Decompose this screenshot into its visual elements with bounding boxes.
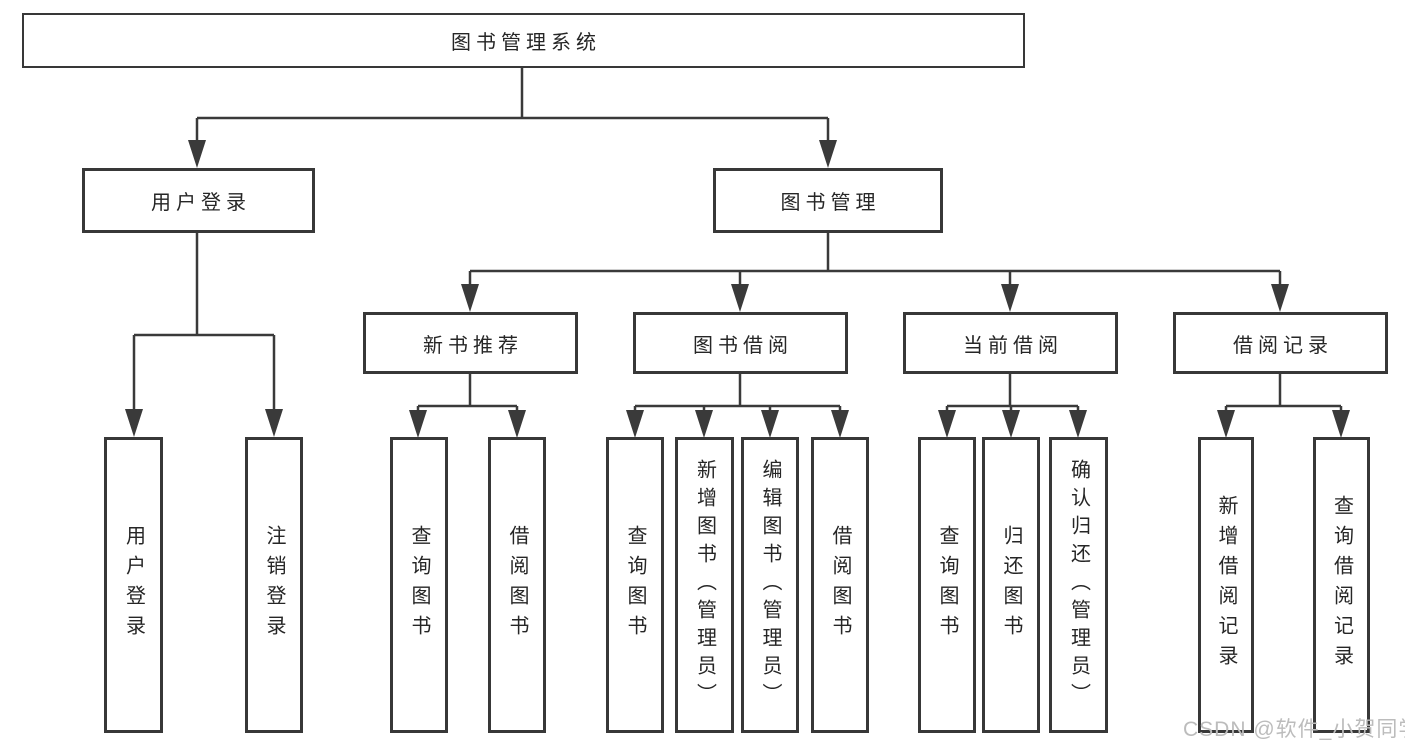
- node-book-management: 图书管理: [713, 168, 943, 233]
- leaf-label: 借阅图书: [829, 525, 851, 645]
- leaf-label: 用户登录: [122, 525, 145, 645]
- leaf-query-books-current: 查询图书: [918, 437, 976, 733]
- leaf-query-borrow-record: 查询借阅记录: [1313, 437, 1370, 733]
- leaf-query-books-recommend: 查询图书: [390, 437, 448, 733]
- leaf-label: 新增图书（管理员）: [693, 459, 716, 711]
- leaf-logout: 注销登录: [245, 437, 303, 733]
- node-library-management-system: 图书管理系统: [22, 13, 1025, 68]
- node-label: 图书管理系统: [451, 32, 601, 54]
- leaf-return-books: 归还图书: [982, 437, 1040, 733]
- leaf-confirm-return-admin: 确认归还（管理员）: [1049, 437, 1108, 733]
- leaf-query-books-borrow: 查询图书: [606, 437, 664, 733]
- tree-branch-lines: [134, 68, 1341, 408]
- leaf-label: 查询图书: [936, 525, 958, 645]
- leaf-borrow-books-recommend: 借阅图书: [488, 437, 546, 733]
- node-label: 借阅记录: [1233, 334, 1333, 357]
- leaf-label: 查询借阅记录: [1330, 495, 1353, 675]
- leaf-label: 确认归还（管理员）: [1067, 459, 1090, 711]
- leaf-label: 归还图书: [1000, 525, 1022, 645]
- leaf-add-books-admin: 新增图书（管理员）: [675, 437, 734, 733]
- leaf-borrow-books: 借阅图书: [811, 437, 869, 733]
- leaf-add-borrow-record: 新增借阅记录: [1198, 437, 1254, 733]
- node-label: 新书推荐: [423, 334, 523, 357]
- leaf-label: 借阅图书: [506, 525, 528, 645]
- leaf-label: 查询图书: [624, 525, 646, 645]
- node-current-borrow: 当前借阅: [903, 312, 1118, 374]
- node-label: 图书借阅: [693, 334, 793, 357]
- leaf-edit-books-admin: 编辑图书（管理员）: [741, 437, 799, 733]
- csdn-watermark: CSDN @软件_小贺同学: [1183, 718, 1405, 741]
- leaf-label: 查询图书: [408, 525, 430, 645]
- leaf-label: 新增借阅记录: [1215, 495, 1237, 675]
- leaf-user-login: 用户登录: [104, 437, 163, 733]
- node-user-login: 用户登录: [82, 168, 315, 233]
- arrowhead-icons: [125, 140, 1350, 438]
- node-book-borrow: 图书借阅: [633, 312, 848, 374]
- node-borrow-record: 借阅记录: [1173, 312, 1388, 374]
- node-label: 图书管理: [780, 192, 881, 214]
- leaf-label: 注销登录: [263, 525, 285, 645]
- arrow-shafts: [132, 118, 1343, 431]
- node-label: 用户登录: [151, 192, 251, 214]
- node-new-book-recommend: 新书推荐: [363, 312, 578, 374]
- node-label: 当前借阅: [963, 334, 1063, 357]
- leaf-label: 编辑图书（管理员）: [759, 459, 781, 711]
